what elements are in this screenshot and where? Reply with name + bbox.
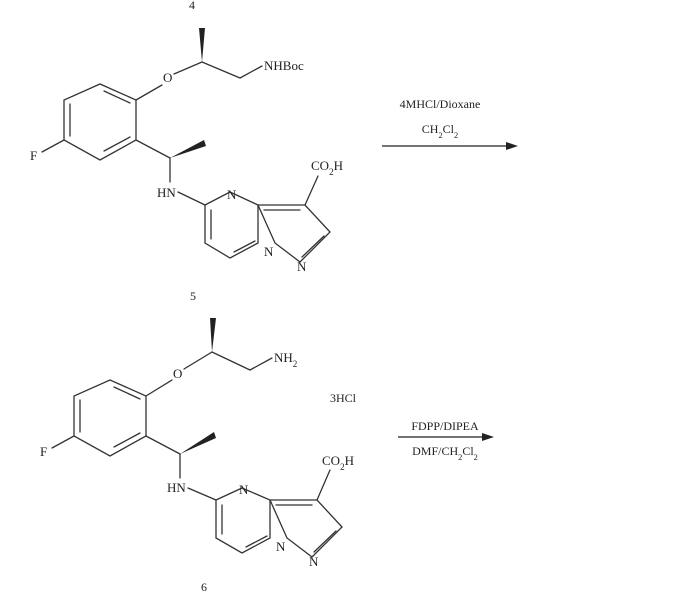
wedge-bond	[210, 318, 216, 352]
wedge-bond	[199, 28, 205, 62]
pyrazole-ring	[256, 204, 331, 263]
arrow-head-icon	[482, 433, 494, 441]
compound-6-number: 6	[201, 580, 207, 594]
fluoro-label: F	[30, 148, 37, 163]
step-1-reagent-bottom: CH2Cl2	[422, 122, 458, 140]
fluoro-label: F	[40, 444, 47, 459]
pyrimidine-ring	[215, 487, 271, 554]
carboxylic-acid-label: CO2H	[311, 158, 343, 177]
amine-label: HN	[157, 185, 176, 200]
pyrimidine-ring	[204, 191, 259, 259]
pyrimidine-n-label: N	[227, 187, 237, 202]
compound-4-number: 4	[189, 0, 195, 12]
compound-5-number: 5	[190, 289, 196, 303]
nhboc-label: NHBoc	[264, 58, 304, 73]
pyrimidine-n-label: N	[239, 482, 249, 497]
arrow-head-icon	[506, 142, 518, 150]
pyrazole-ring	[268, 499, 343, 558]
reaction-step-2: FDPP/DIPEA DMF/CH2Cl2	[398, 419, 494, 462]
wedge-bond	[170, 140, 206, 158]
step-1-reagent-top: 4MHCl/Dioxane	[400, 97, 481, 111]
wedge-bond	[180, 432, 216, 454]
step-2-reagent-bottom: DMF/CH2Cl2	[412, 444, 478, 462]
pyrazole-n-label: N	[297, 259, 307, 274]
ether-oxygen-label: O	[163, 70, 172, 85]
compound-5-structure: 5 O NH2 3HCl F HN N N N CO2H	[40, 289, 357, 569]
amine-label: HN	[167, 480, 186, 495]
step-2-reagent-top: FDPP/DIPEA	[411, 419, 479, 433]
hydrochloride-salt-label: 3HCl	[330, 391, 357, 405]
reaction-step-1: 4MHCl/Dioxane CH2Cl2	[382, 97, 518, 150]
bridge-n-label: N	[276, 539, 286, 554]
pyrazole-n-label: N	[309, 554, 319, 569]
ether-oxygen-label: O	[173, 366, 182, 381]
benzene-ring	[73, 379, 147, 457]
compound-4-structure: 4 O NHBoc F HN N N N C	[30, 0, 343, 274]
carboxylic-acid-label: CO2H	[322, 453, 354, 472]
primary-amine-label: NH2	[274, 350, 298, 369]
benzene-ring	[63, 83, 137, 161]
bridge-n-label: N	[264, 244, 274, 259]
